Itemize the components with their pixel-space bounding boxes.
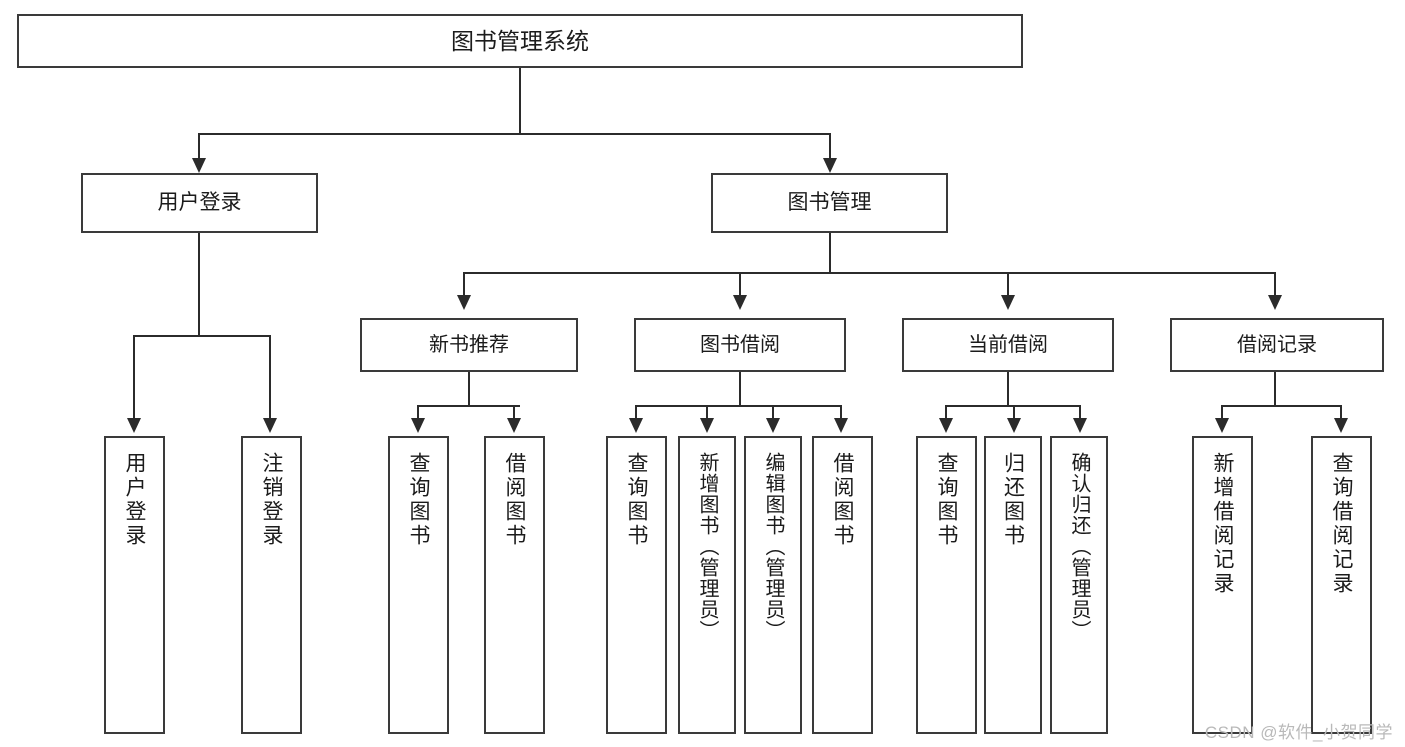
node-root-system[interactable]: 图书管理系统 [17, 14, 1023, 68]
node-borrow-record[interactable]: 借阅记录 [1170, 318, 1384, 372]
edge-book-borrow-stem [739, 372, 741, 406]
node-label: 查询图书 [935, 452, 958, 548]
arrowhead-current-borrow [1001, 295, 1015, 310]
edge-book-borrow-bus [635, 405, 842, 407]
edge-book-manage-bus [463, 272, 1275, 274]
edge-cb-leaf-2 [1013, 405, 1015, 420]
arrowhead-user-login [192, 158, 206, 173]
edge-br-leaf-1 [1221, 405, 1223, 420]
node-label: 新增借阅记录 [1211, 452, 1234, 596]
edge-to-borrow-record [1274, 272, 1276, 297]
node-current-borrow[interactable]: 当前借阅 [902, 318, 1114, 372]
leaf-bb-add-book-admin[interactable]: 新增图书（管理员） [678, 436, 736, 734]
node-book-manage[interactable]: 图书管理 [711, 173, 948, 233]
arrowhead-new-book [457, 295, 471, 310]
edge-to-book-borrow [739, 272, 741, 297]
node-label: 借阅图书 [831, 452, 854, 548]
edge-borrow-record-stem [1274, 372, 1276, 406]
edge-new-book-leaf-2 [513, 405, 515, 420]
edge-level2-bus [198, 133, 831, 135]
edge-root-stem [519, 68, 521, 134]
arrowhead-leaf-logout [263, 418, 277, 433]
leaf-nb-borrow-book[interactable]: 借阅图书 [484, 436, 545, 734]
node-new-book-recommend[interactable]: 新书推荐 [360, 318, 578, 372]
node-label: 注销登录 [260, 452, 283, 548]
node-label: 新书推荐 [429, 333, 509, 356]
watermark: CSDN @软件_小贺同学 [1204, 723, 1393, 742]
arrowhead-bb-leaf-1 [629, 418, 643, 433]
node-label: 用户登录 [123, 452, 146, 548]
arrowhead-bb-leaf-3 [766, 418, 780, 433]
leaf-nb-query-book[interactable]: 查询图书 [388, 436, 449, 734]
leaf-br-query-record[interactable]: 查询借阅记录 [1311, 436, 1372, 734]
edge-bb-leaf-1 [635, 405, 637, 420]
node-user-login[interactable]: 用户登录 [81, 173, 318, 233]
node-label: 编辑图书（管理员） [762, 452, 784, 641]
leaf-logout[interactable]: 注销登录 [241, 436, 302, 734]
edge-bb-leaf-2 [706, 405, 708, 420]
arrowhead-cb-leaf-3 [1073, 418, 1087, 433]
edge-to-book-manage [829, 133, 831, 160]
arrowhead-book-borrow [733, 295, 747, 310]
node-label: 当前借阅 [968, 333, 1048, 356]
node-label: 确认归还（管理员） [1068, 452, 1090, 641]
leaf-cb-query-book[interactable]: 查询图书 [916, 436, 977, 734]
node-label: 新增图书（管理员） [696, 452, 718, 641]
edge-user-login-leaf-1 [133, 335, 135, 420]
edge-user-login-leaf-2 [269, 335, 271, 420]
arrowhead-nb-leaf-2 [507, 418, 521, 433]
edge-new-book-stem [468, 372, 470, 406]
leaf-user-login[interactable]: 用户登录 [104, 436, 165, 734]
node-label: 图书管理 [787, 191, 872, 215]
arrowhead-br-leaf-1 [1215, 418, 1229, 433]
edge-bb-leaf-4 [840, 405, 842, 420]
node-label: 查询图书 [407, 452, 430, 548]
arrowhead-leaf-user-login [127, 418, 141, 433]
arrowhead-br-leaf-2 [1334, 418, 1348, 433]
edge-book-manage-stem [829, 233, 831, 273]
node-label: 归还图书 [1001, 452, 1025, 548]
edge-new-book-leaf-1 [417, 405, 419, 420]
node-label: 图书借阅 [700, 333, 780, 356]
node-label: 查询借阅记录 [1330, 452, 1353, 596]
edge-cb-leaf-1 [945, 405, 947, 420]
leaf-bb-borrow-book[interactable]: 借阅图书 [812, 436, 873, 734]
leaf-bb-query-book[interactable]: 查询图书 [606, 436, 667, 734]
node-book-borrow[interactable]: 图书借阅 [634, 318, 846, 372]
node-label: 借阅记录 [1237, 333, 1317, 356]
arrowhead-bb-leaf-4 [834, 418, 848, 433]
edge-user-login-bus [133, 335, 269, 337]
edge-to-new-book [463, 272, 465, 297]
edge-to-user-login [198, 133, 200, 160]
node-label: 借阅图书 [503, 452, 526, 548]
arrowhead-cb-leaf-1 [939, 418, 953, 433]
node-label: 用户登录 [157, 191, 242, 215]
edge-current-borrow-stem [1007, 372, 1009, 406]
leaf-cb-return-book[interactable]: 归还图书 [984, 436, 1042, 734]
arrowhead-borrow-record [1268, 295, 1282, 310]
edge-cb-leaf-3 [1079, 405, 1081, 420]
leaf-br-add-record[interactable]: 新增借阅记录 [1192, 436, 1253, 734]
arrowhead-book-manage [823, 158, 837, 173]
edge-bb-leaf-3 [772, 405, 774, 420]
arrowhead-bb-leaf-2 [700, 418, 714, 433]
node-label: 查询图书 [625, 452, 648, 548]
edge-br-leaf-2 [1340, 405, 1342, 420]
arrowhead-nb-leaf-1 [411, 418, 425, 433]
edge-borrow-record-bus [1221, 405, 1341, 407]
leaf-cb-confirm-return-admin[interactable]: 确认归还（管理员） [1050, 436, 1108, 734]
leaf-bb-edit-book-admin[interactable]: 编辑图书（管理员） [744, 436, 802, 734]
edge-user-login-stem [198, 233, 200, 336]
arrowhead-cb-leaf-2 [1007, 418, 1021, 433]
node-label: 图书管理系统 [451, 27, 589, 54]
edge-to-current-borrow [1007, 272, 1009, 297]
edge-new-book-bus [417, 405, 520, 407]
